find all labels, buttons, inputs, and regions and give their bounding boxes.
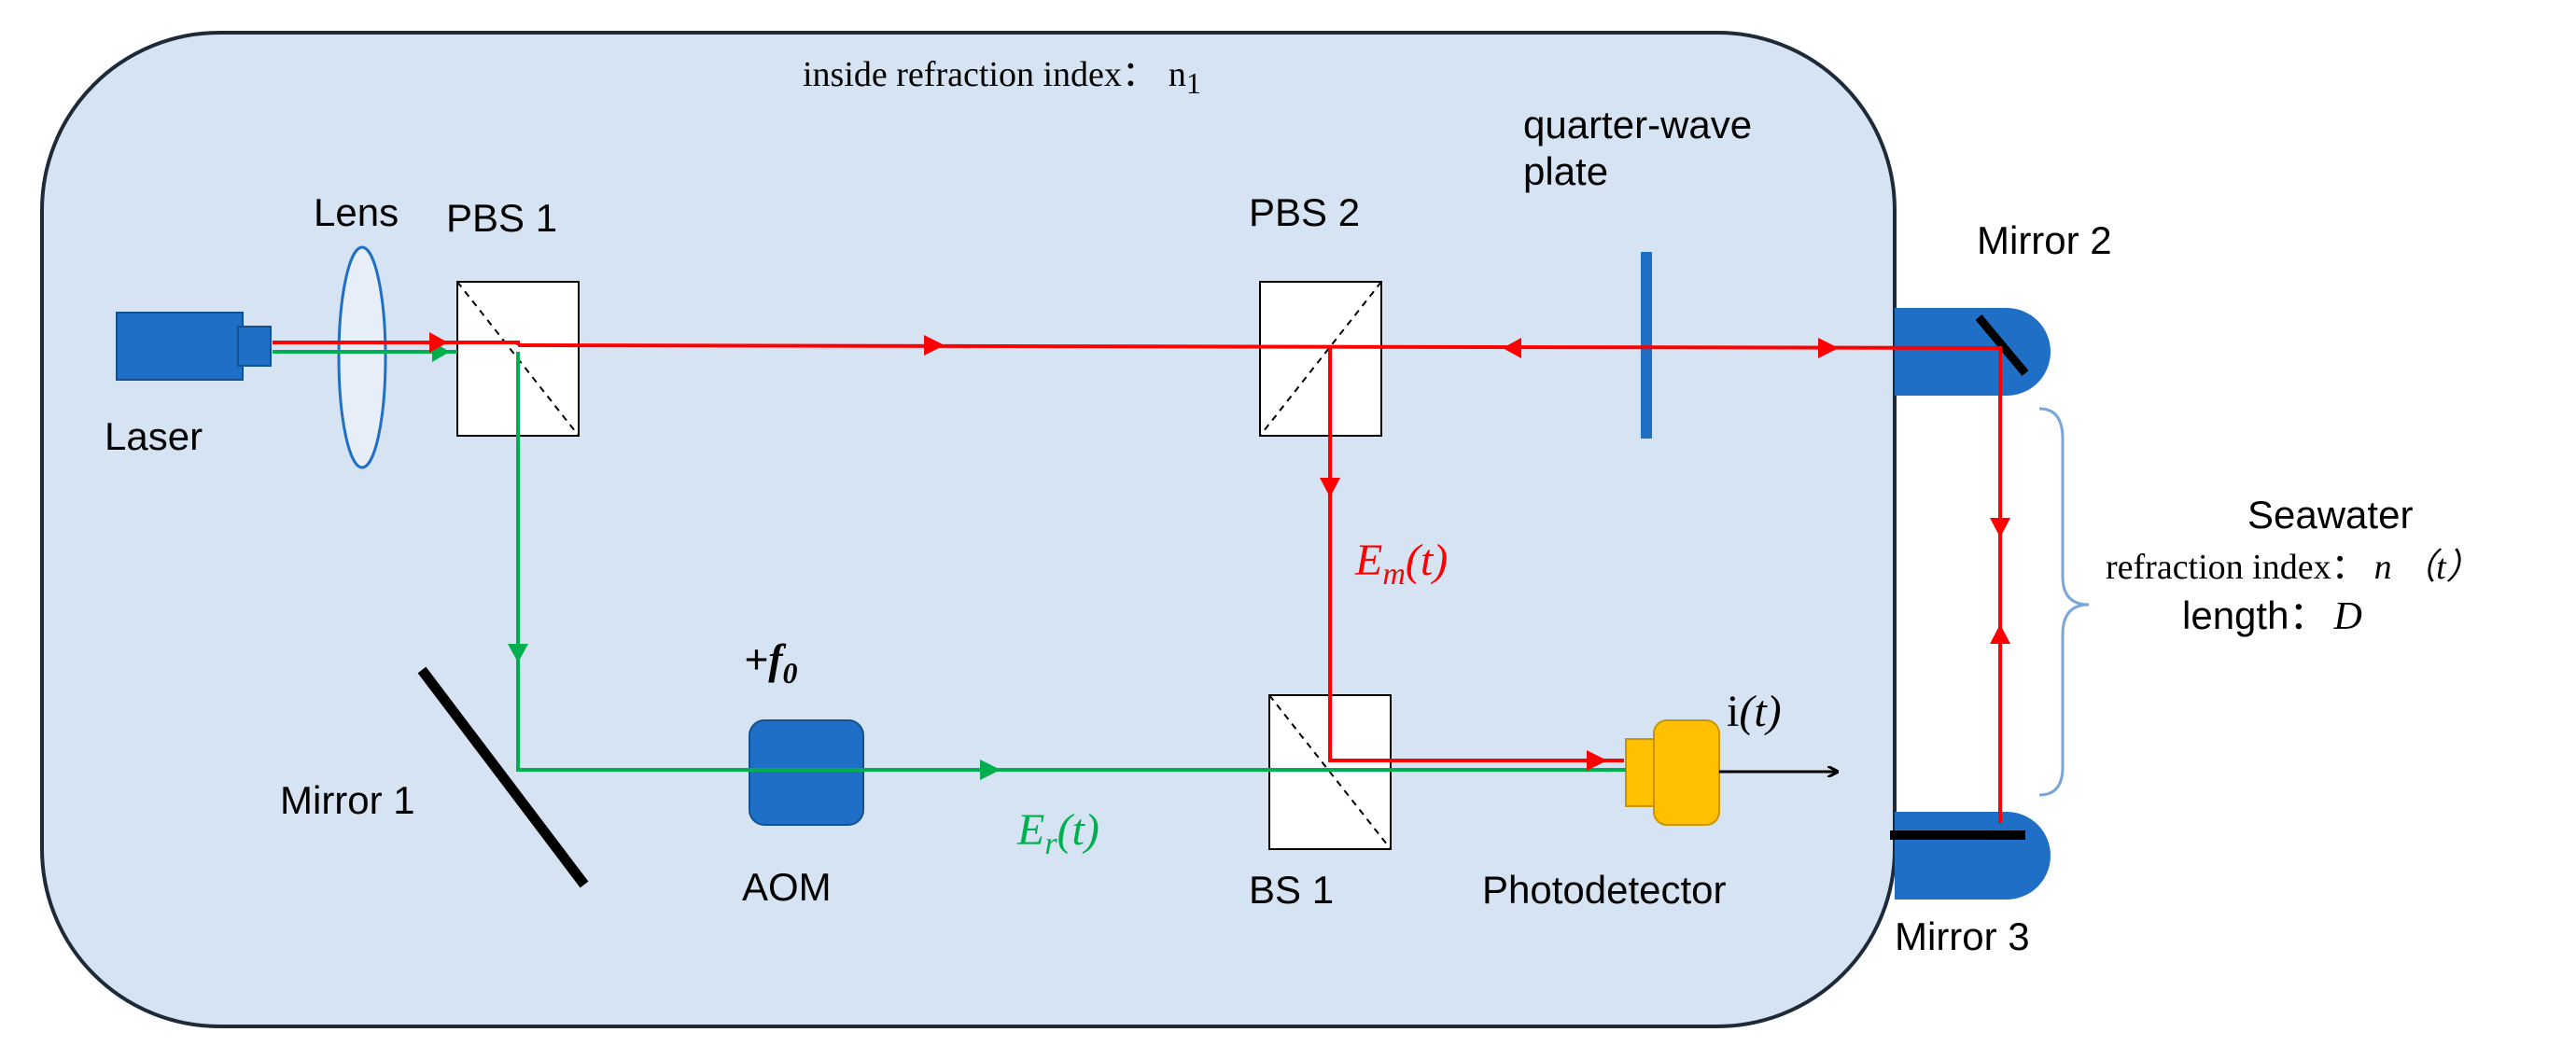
aom-frequency: +f0 <box>744 635 798 690</box>
pbs2-icon <box>1259 281 1382 437</box>
aom-icon <box>749 719 864 826</box>
seawater-refraction-label: refraction index：n （t） <box>2106 548 2482 587</box>
pbs2-label: PBS 2 <box>1249 190 1360 234</box>
mirror3-icon <box>1890 812 2051 900</box>
mirror3-label: Mirror 3 <box>1895 914 2030 958</box>
bs1-label: BS 1 <box>1249 868 1334 912</box>
reference-beam <box>273 350 1626 772</box>
photodetector-label: Photodetector <box>1482 868 1727 912</box>
mirror2-label: Mirror 2 <box>1977 218 2112 262</box>
em-signal-label: Em(t) <box>1354 536 1448 592</box>
pbs1-label: PBS 1 <box>446 196 557 240</box>
measurement-beam-arrows <box>429 332 2010 771</box>
lens-icon <box>337 245 387 469</box>
seawater-brace <box>2038 407 2090 797</box>
laser-label: Laser <box>105 414 203 458</box>
mirror2-icon <box>1895 308 2051 396</box>
qwp-label-line1: quarter-wave <box>1523 103 1752 146</box>
qwp-label-line2: plate <box>1523 149 1608 193</box>
current-output-label: i(t) <box>1727 687 1782 736</box>
seawater-title: Seawater <box>2247 493 2413 537</box>
lens-label: Lens <box>314 190 399 234</box>
mirror1-label: Mirror 1 <box>280 778 415 822</box>
er-signal-label: Er(t) <box>1016 805 1099 861</box>
quarter-wave-plate-icon <box>1641 252 1652 439</box>
laser-icon <box>116 312 272 381</box>
seawater-length-label: length：D <box>2182 593 2362 638</box>
inside-refraction-label: inside refraction index：n1 <box>803 55 1201 100</box>
aom-label: AOM <box>742 865 832 909</box>
mirror1-icon <box>417 666 589 888</box>
